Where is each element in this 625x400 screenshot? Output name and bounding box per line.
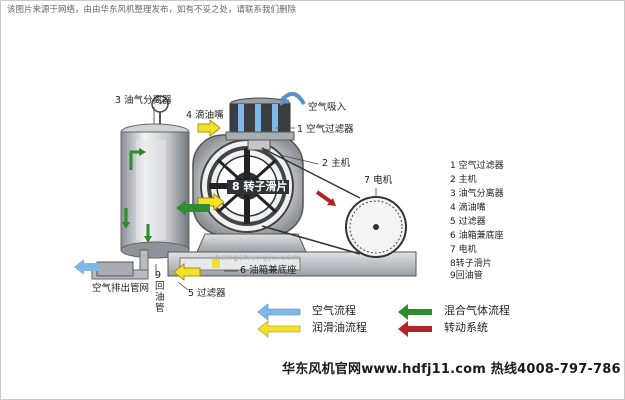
rotation-arrow [315,190,336,206]
legend-mixed: 混合气体流程 [444,304,510,317]
label-motor: 7 电机 [364,175,393,186]
main-unit [192,134,304,236]
label-tank: 6 油箱兼底座 [240,265,297,276]
air-filter [225,97,295,151]
air-intake-arrow [280,92,306,106]
label-rotor: 8 转子滑片 [232,180,288,193]
index-item: 6 油箱兼底座 [450,231,504,241]
legend-arrows [257,303,432,338]
label-main: 2 主机 [322,158,351,169]
callout-lines [153,107,377,291]
label-filter1: 1 空气过滤器 [297,124,354,135]
index-item: 2 主机 [450,175,477,185]
watermark-text: hengshengjx.com [215,253,302,262]
label-oil-pipe: 9回油管 [155,270,165,314]
label-exhaust: 空气排出管网 [92,283,150,294]
index-item: 9回油管 [450,271,483,281]
index-item: 3 油气分离器 [450,189,504,199]
mixed-arrows [176,200,210,216]
label-air-in: 空气吸入 [308,102,347,113]
label-separator: 3 油气分离器 [115,95,172,106]
oil-gas-separator [120,95,190,259]
exhaust-arrow [74,259,100,275]
index-item: 7 电机 [450,245,477,255]
index-item: 8转子滑片 [450,259,492,269]
source-notice: 该图片来源于网络，由由华东风机整理发布，如有不妥之处，请联系我们删除 [7,5,297,15]
parts-index: 1 空气过滤器 2 主机 3 油气分离器 4 滴油嘴 5 过滤器 6 油箱兼底座… [450,162,504,281]
index-item: 5 过滤器 [450,217,486,227]
index-item: 1 空气过滤器 [450,161,504,171]
exhaust-pipe [91,249,149,280]
legend-rotate: 转动系统 [444,321,488,334]
label-drip: 4 滴油嘴 [186,110,224,121]
legend-lube: 润滑油流程 [312,321,367,334]
index-item: 4 滴油嘴 [450,203,486,213]
footer-contact: 华东风机官网www.hdfj11.com 热线4008-797-786 [282,362,621,377]
label-filter5: 5 过滤器 [188,288,226,299]
legend-air: 空气流程 [312,304,356,317]
